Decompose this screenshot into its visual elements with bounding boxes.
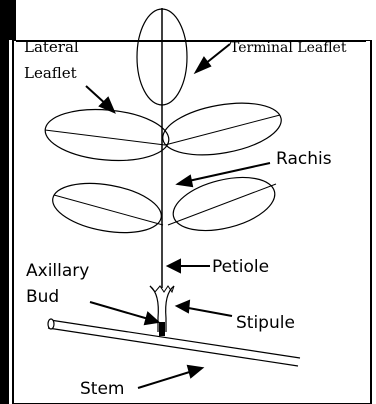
label-lateral-leaflet-line2: Leaflet bbox=[24, 64, 77, 82]
label-petiole: Petiole bbox=[212, 257, 269, 277]
label-rachis: Rachis bbox=[276, 149, 332, 169]
stem-cut-end bbox=[48, 319, 54, 329]
label-axillary-bud-line1: Axillary bbox=[26, 261, 89, 281]
axillary-bud-shape bbox=[159, 322, 165, 336]
label-axillary-bud-line2: Bud bbox=[26, 287, 59, 307]
frame-top-panel bbox=[16, 0, 376, 40]
label-terminal-leaflet: Terminal Leaflet bbox=[230, 40, 347, 56]
label-stipule: Stipule bbox=[236, 313, 295, 333]
frame-left-bar bbox=[0, 40, 9, 404]
label-stem: Stem bbox=[80, 379, 124, 399]
label-lateral-leaflet-line1: Lateral bbox=[24, 38, 79, 56]
